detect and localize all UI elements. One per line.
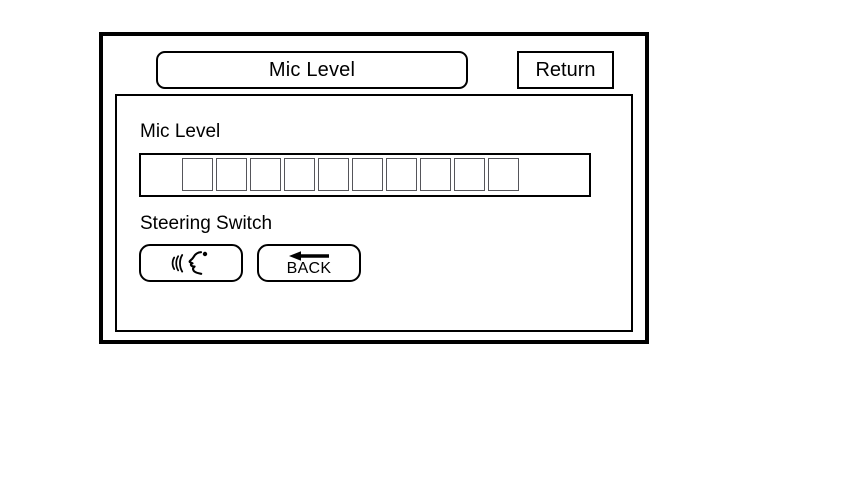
back-switch-label: BACK [286, 260, 332, 277]
steering-switch-label: Steering Switch [140, 213, 273, 234]
left-arrow-icon [287, 250, 331, 262]
meter-cell [488, 158, 519, 191]
meter-cell [454, 158, 485, 191]
device-frame: Mic Level Return Mic Level Steering Swit… [99, 32, 649, 344]
return-button-label: Return [535, 59, 596, 81]
meter-cell [318, 158, 349, 191]
screen-title-pill: Mic Level [156, 51, 468, 89]
mic-level-meter-cells [182, 158, 519, 191]
meter-cell [386, 158, 417, 191]
meter-cell [420, 158, 451, 191]
meter-cell [250, 158, 281, 191]
talk-switch-button[interactable] [139, 244, 243, 282]
meter-cell [352, 158, 383, 191]
meter-cell [182, 158, 213, 191]
meter-cell [216, 158, 247, 191]
page-title: Mic Level [268, 59, 356, 81]
mic-level-meter [139, 153, 591, 197]
return-button[interactable]: Return [517, 51, 614, 89]
back-switch-button[interactable]: BACK [257, 244, 361, 282]
meter-cell [284, 158, 315, 191]
talk-voice-icon [170, 250, 212, 276]
titlebar: Mic Level Return [103, 36, 645, 94]
steering-switch-buttons: BACK [139, 244, 361, 282]
mic-level-label: Mic Level [140, 121, 221, 142]
content-panel: Mic Level Steering Switch [115, 94, 633, 332]
